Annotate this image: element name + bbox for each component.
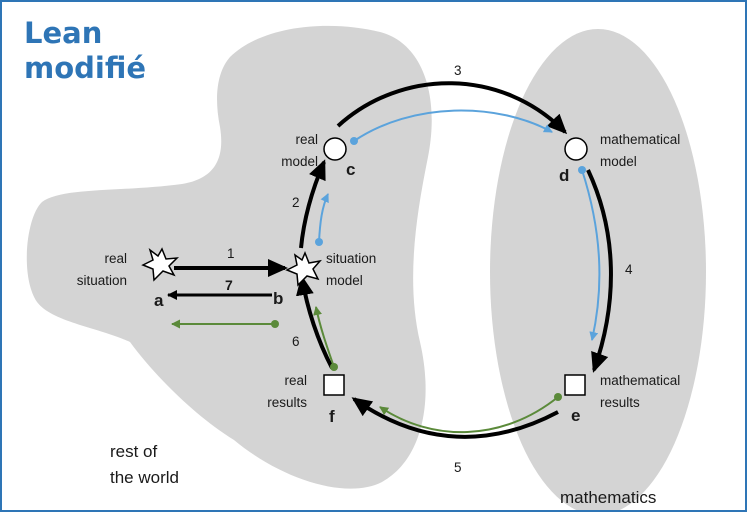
caption-a-line1: real xyxy=(104,251,127,266)
step-label-6: 6 xyxy=(292,334,300,349)
caption-e-line2: results xyxy=(600,395,640,410)
title-line-2: modifié xyxy=(24,51,147,85)
step-label-7: 7 xyxy=(225,277,233,293)
arrow-step-6 xyxy=(296,275,334,369)
region-label-mathematics: mathematics xyxy=(560,488,656,507)
caption-c-line1: real xyxy=(295,132,318,147)
caption-d-line1: mathematical xyxy=(600,132,680,147)
node-letter-f: f xyxy=(329,407,335,426)
caption-b-line1: situation xyxy=(326,251,376,266)
star-node-a xyxy=(141,247,179,282)
step-label-4: 4 xyxy=(625,262,633,277)
blue-arrows xyxy=(315,109,601,341)
caption-c-line2: model xyxy=(281,154,318,169)
caption-e-line1: mathematical xyxy=(600,373,680,388)
arrow-step-4 xyxy=(586,169,613,373)
step-label-3: 3 xyxy=(454,63,462,78)
square-node-e xyxy=(564,374,586,396)
green-arrows xyxy=(171,306,562,434)
caption-d-line2: model xyxy=(600,154,637,169)
region-label-rest-line2: the world xyxy=(110,468,179,487)
node-letter-b: b xyxy=(273,289,283,308)
arrow-step-3 xyxy=(336,81,568,135)
node-letter-a: a xyxy=(154,291,164,310)
node-letter-c: c xyxy=(346,160,355,179)
step-label-2: 2 xyxy=(292,195,300,210)
circle-node-d xyxy=(564,137,588,161)
square-node-f xyxy=(323,374,345,396)
caption-f-line2: results xyxy=(267,395,307,410)
title-line-1: Lean xyxy=(24,16,103,50)
arrow-step-2 xyxy=(299,159,326,249)
step-label-5: 5 xyxy=(454,460,462,475)
region-label-rest-line1: rest of xyxy=(110,442,158,461)
circle-node-c xyxy=(323,137,347,161)
slide-title: Lean modifié xyxy=(24,16,146,86)
node-letter-e: e xyxy=(571,406,580,425)
caption-f-line1: real xyxy=(284,373,307,388)
mathematics-region xyxy=(490,29,706,510)
caption-a-line2: situation xyxy=(77,273,127,288)
node-letter-d: d xyxy=(559,166,569,185)
star-node-b xyxy=(285,251,322,287)
step-label-1: 1 xyxy=(227,246,235,261)
caption-b-line2: model xyxy=(326,273,363,288)
